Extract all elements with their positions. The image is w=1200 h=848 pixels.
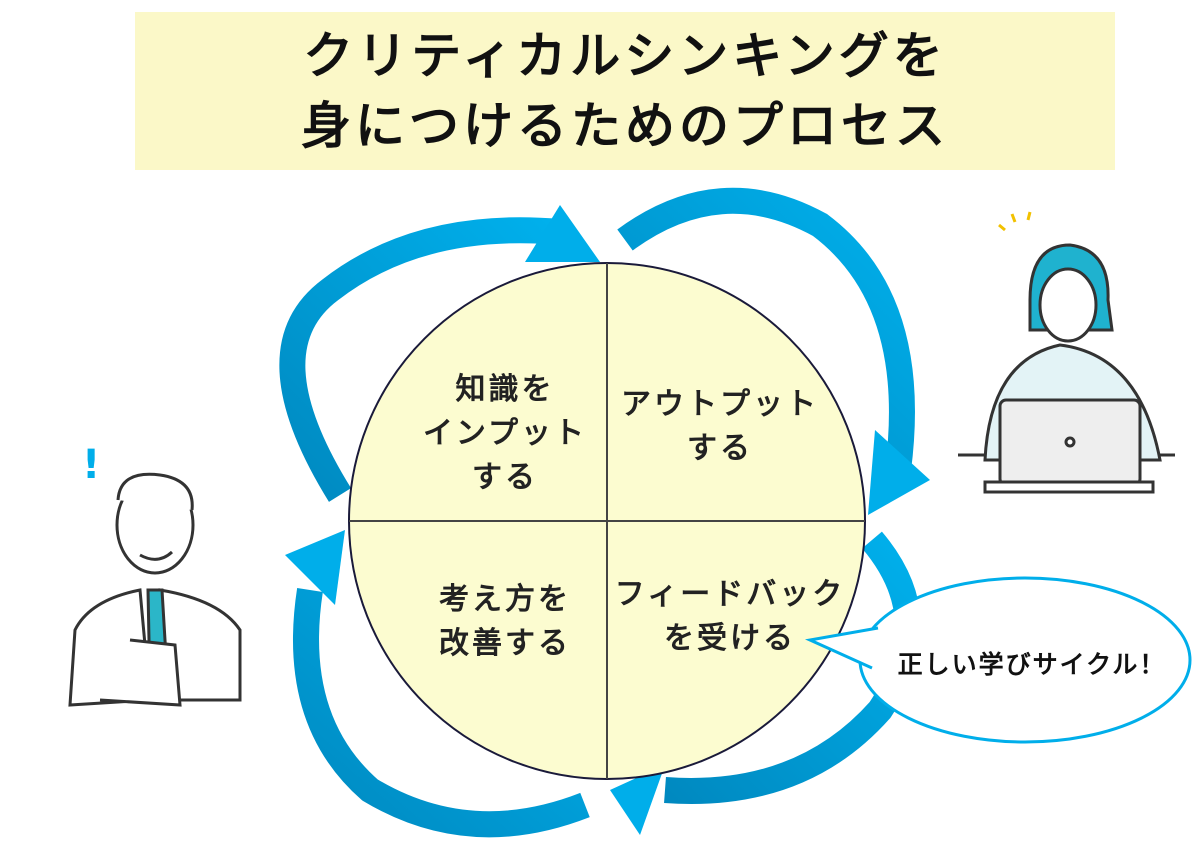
- woman-laptop-illustration: [958, 211, 1175, 494]
- speech-bubble-text: 正しい学びサイクル！: [897, 650, 1167, 679]
- thinking-man-illustration: !: [68, 442, 242, 707]
- quadrant-text-line: する: [472, 460, 538, 495]
- title-line-1: クリティカルシンキングを: [303, 27, 947, 85]
- quadrant-text-line: する: [687, 431, 753, 466]
- arrow-bottom-right: [610, 531, 922, 835]
- quadrant-text-line: 考え方を: [439, 582, 571, 617]
- title-banner: クリティカルシンキングを 身につけるためのプロセス: [135, 12, 1115, 170]
- arrow-bottom-left: [285, 530, 590, 838]
- arrow-top-right: [617, 187, 930, 515]
- quadrant-text-line: インプット: [422, 416, 588, 451]
- arrow-top-left: [279, 205, 600, 502]
- quadrant-improve-thinking: 考え方を 改善する: [405, 578, 605, 666]
- speech-bubble: [804, 576, 1192, 744]
- quadrant-text-line: アウトプット: [621, 387, 819, 422]
- quadrant-text-line: を受ける: [664, 621, 796, 656]
- quadrant-text-line: 改善する: [439, 626, 571, 661]
- exclamation-mark: !: [82, 442, 100, 488]
- quadrant-text-line: 知識を: [455, 372, 555, 407]
- quadrant-input-knowledge: 知識を インプット する: [405, 368, 605, 500]
- quadrant-receive-feedback: フィードバック を受ける: [605, 573, 855, 661]
- quadrant-text-line: フィードバック: [614, 577, 846, 612]
- title-line-2: 身につけるためのプロセス: [301, 97, 949, 155]
- quadrant-output: アウトプット する: [610, 383, 830, 471]
